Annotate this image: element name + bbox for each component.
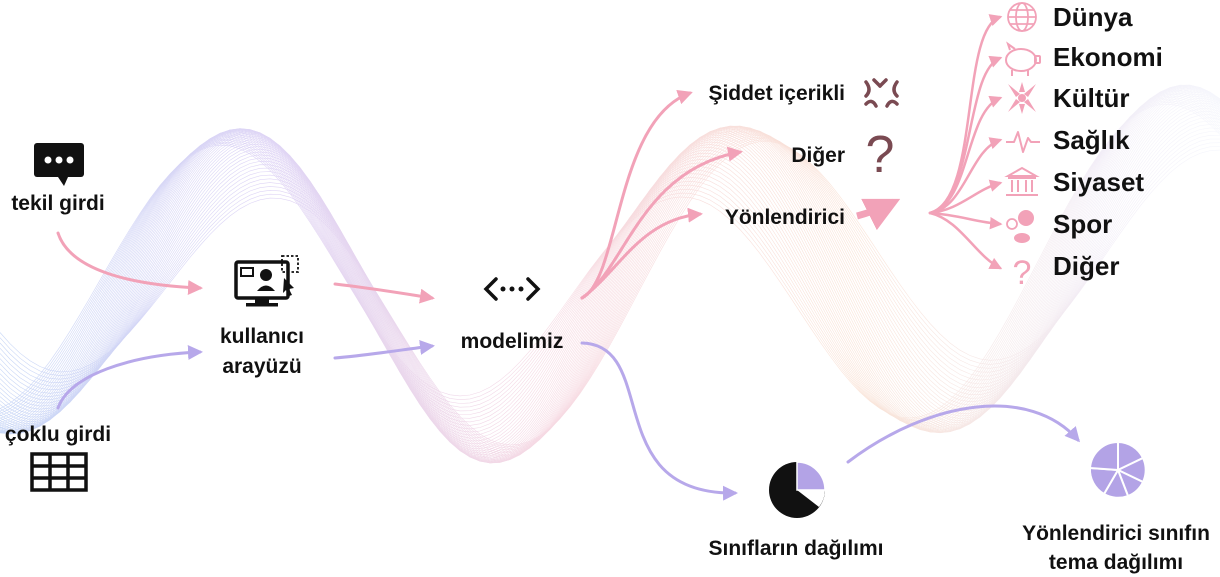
interface-label-line1: kullanıcı	[220, 325, 304, 348]
anger-icon	[864, 78, 899, 108]
wave-strand	[0, 134, 1220, 452]
arrow-interface-to-model-top	[333, 282, 435, 304]
wave-strand	[0, 124, 1220, 457]
wave-strand	[0, 141, 1220, 446]
wave-strand	[0, 89, 1220, 462]
chat-bubble-icon	[34, 143, 84, 186]
flow-arrows	[56, 14, 1080, 501]
wave-strand	[0, 87, 1220, 436]
topic-label-kultur: Kültür	[1053, 83, 1130, 113]
interface-label-line2: arayüzü	[222, 355, 301, 378]
wave-strand	[0, 95, 1220, 464]
topic-label-dunya: Dünya	[1053, 2, 1133, 32]
class-violent-label: Şiddet içerikli	[708, 82, 845, 105]
arrow-multi-to-interface	[56, 345, 203, 410]
wave-strand	[0, 90, 1220, 463]
wave-strand	[0, 120, 1220, 458]
arrow-model-to-router	[580, 207, 703, 300]
single-input-label: tekil girdi	[11, 192, 104, 215]
background-wave-ribbon	[0, 84, 1220, 464]
router-thick-arrow	[856, 198, 901, 231]
heartbeat-icon	[1006, 131, 1040, 153]
arrow-class-dist-to-topic-dist	[846, 404, 1080, 464]
wave-strand	[0, 92, 1220, 463]
government-building-icon	[1004, 166, 1040, 196]
wave-strand	[0, 127, 1220, 455]
topic-distribution-label-line2: tema dağılımı	[1049, 551, 1183, 574]
wave-strand	[0, 85, 1220, 459]
wave-strand	[0, 85, 1220, 457]
labels: tekil girdi çoklu girdi kullanıcı arayüz…	[5, 2, 1210, 574]
class-distribution-pie-icon	[769, 461, 826, 518]
wave-strand	[0, 93, 1220, 464]
wave-strand	[0, 85, 1220, 447]
wave-strand	[0, 131, 1220, 454]
user-interface-monitor-icon	[234, 255, 299, 307]
question-icon: ?	[866, 126, 895, 184]
globe-icon	[1007, 2, 1037, 32]
class-other-label: Diğer	[791, 144, 845, 167]
topic-fan-arrows	[928, 14, 1003, 270]
wave-strand	[0, 139, 1220, 448]
table-grid-icon	[30, 452, 88, 492]
sports-balls-icon	[1006, 210, 1034, 243]
question-icon: ?	[1013, 254, 1032, 292]
multi-input-label: çoklu girdi	[5, 423, 111, 446]
wave-strand	[0, 136, 1220, 451]
topic-label-spor: Spor	[1053, 209, 1112, 239]
wave-strand	[0, 86, 1220, 460]
wave-strand	[0, 102, 1220, 463]
wave-strand	[0, 87, 1220, 461]
arrow-single-to-interface	[56, 231, 203, 295]
code-brackets-icon	[483, 277, 541, 301]
topic-distribution-pie-icon	[1088, 440, 1147, 499]
wave-strand	[0, 138, 1220, 449]
arrow-model-to-class-distribution	[580, 341, 738, 501]
class-router-label: Yönlendirici	[725, 206, 845, 229]
topic-label-siyaset: Siyaset	[1053, 167, 1144, 197]
topic-label-diger: Diğer	[1053, 251, 1119, 281]
arrow-interface-to-model-bottom	[333, 340, 435, 360]
topic-label-ekonomi: Ekonomi	[1053, 42, 1163, 72]
topic-distribution-label-line1: Yönlendirici sınıfın	[1022, 522, 1210, 545]
model-label: modelimiz	[461, 330, 564, 353]
piggy-bank-icon	[1005, 41, 1041, 76]
arrow-model-to-violent	[580, 90, 693, 300]
culture-icon	[1008, 82, 1036, 114]
class-distribution-label: Sınıfların dağılımı	[708, 537, 883, 560]
topic-label-saglik: Sağlık	[1053, 125, 1130, 155]
